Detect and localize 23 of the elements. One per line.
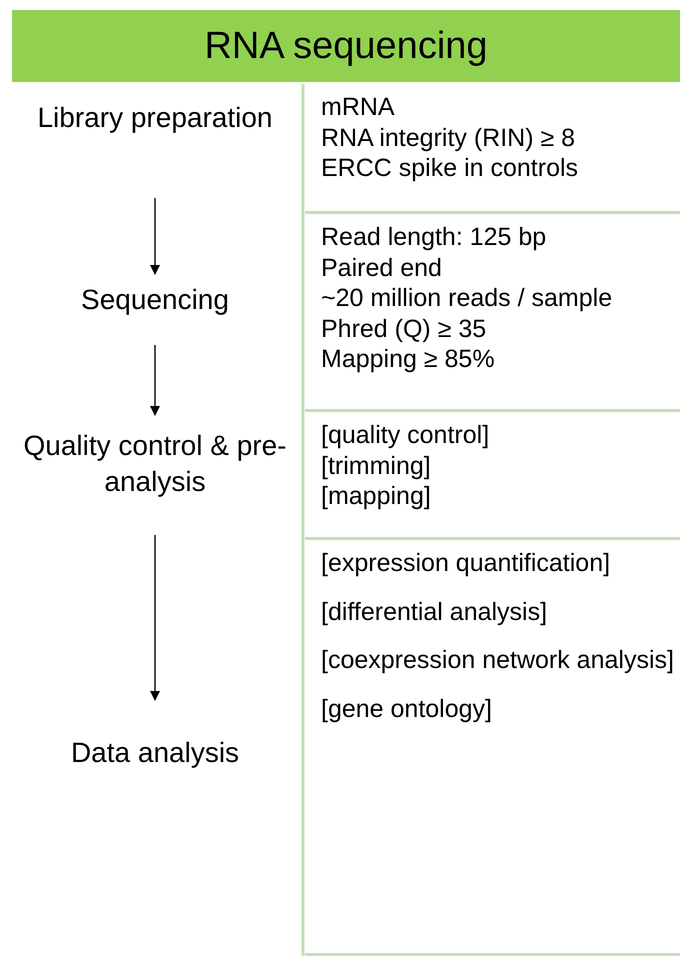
detail-text: ERCC spike in controls — [321, 153, 580, 184]
detail-text: [differential analysis] — [321, 596, 548, 627]
title-banner: RNA sequencing — [12, 10, 680, 82]
stage-label: Sequencing — [20, 282, 290, 326]
detail-text: Read length: 125 bp — [321, 222, 548, 252]
detail-text: [trimming] — [321, 450, 432, 481]
detail-text: [coexpression network analysis] — [321, 645, 675, 676]
detail-text: RNA integrity (RIN) ≥ 8 — [321, 122, 576, 153]
stage-label: Library preparation — [20, 100, 290, 190]
detail-text: mRNA — [321, 92, 396, 122]
detail-text: Paired end — [321, 252, 443, 283]
detail-text: ~20 million reads / sample — [321, 283, 614, 314]
arrow — [150, 535, 160, 701]
detail-text: Phred (Q) ≥ 35 — [321, 314, 488, 344]
stage-label: Quality control & pre-analysis — [20, 428, 290, 518]
detail-text: [mapping] — [321, 481, 432, 512]
detail-text: [gene ontology] — [321, 694, 493, 724]
stage-label: Data analysis — [20, 735, 290, 779]
detail-text: [expression quantification] — [321, 548, 612, 578]
arrow — [150, 345, 160, 416]
detail-text: Mapping ≥ 85% — [321, 344, 496, 374]
arrow — [150, 198, 160, 275]
detail-text: [quality control] — [321, 420, 490, 450]
